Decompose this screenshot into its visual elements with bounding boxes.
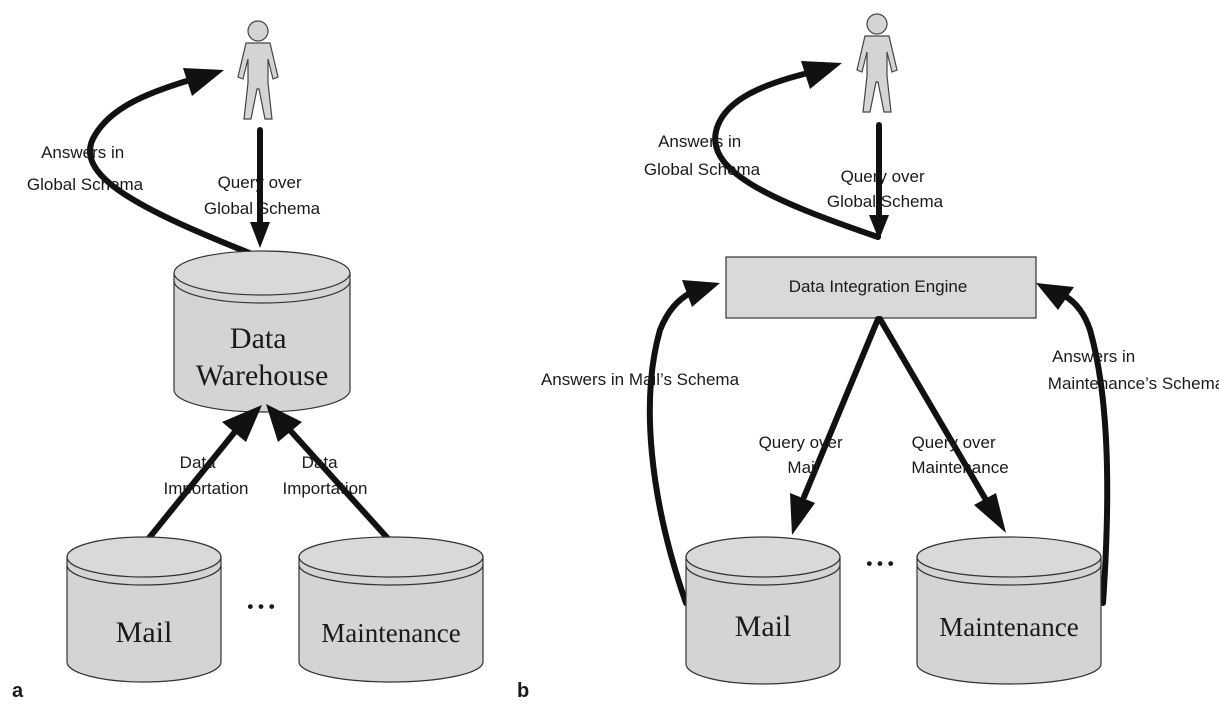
data-warehouse-cylinder: Data Warehouse <box>173 250 351 413</box>
query-maint-arrowhead <box>974 493 1006 533</box>
query-mail-arrowhead <box>790 493 815 535</box>
answers-arrowhead-a <box>183 68 224 96</box>
query-mail-arrow <box>801 316 881 500</box>
answers-maint-label: Answers in Maintenance’s Schema <box>1048 347 1219 393</box>
mail-cylinder-b: Mail <box>685 536 841 685</box>
query-mail-label: Query over Mail <box>759 433 848 477</box>
ellipsis-b: • • • <box>866 554 893 573</box>
maintenance-label-a: Maintenance <box>321 618 460 648</box>
query-label-a: Query over Global Schema <box>204 173 321 218</box>
panel-b: Answers in Global Schema Query over Glob… <box>517 13 1219 702</box>
query-arrowhead-b <box>869 215 889 240</box>
query-label-b: Query over Global Schema <box>827 167 944 211</box>
answers-label-b: Answers in Global Schema <box>644 132 761 179</box>
query-arrowhead-a <box>250 222 270 248</box>
mail-label-b: Mail <box>735 610 792 643</box>
query-maint-label: Query over Maintenance <box>911 433 1008 477</box>
panel-label-b: b <box>517 680 529 702</box>
maintenance-cylinder-a: Maintenance <box>298 536 484 683</box>
import-label-left: Data Importation <box>163 453 248 498</box>
answers-arrow-b <box>712 70 881 240</box>
answers-label-a: Answers in Global Schema <box>27 143 144 194</box>
answers-arrow-a <box>87 77 265 261</box>
import-arrow-right <box>285 425 395 546</box>
user-icon-b <box>856 13 898 113</box>
mail-label-a: Mail <box>116 616 173 649</box>
answers-maint-arrowhead <box>1036 283 1074 310</box>
maintenance-cylinder-b: Maintenance <box>916 536 1102 685</box>
mail-cylinder-a: Mail <box>66 536 222 683</box>
query-maint-arrow <box>877 316 989 503</box>
data-integration-engine-box: Data Integration Engine <box>725 256 1037 319</box>
answers-mail-label: Answers in Mail’s Schema <box>541 370 740 389</box>
panel-a: Answers in Global Schema Query over Glob… <box>12 20 484 702</box>
answers-mail-arrow <box>646 290 693 606</box>
answers-maint-arrow <box>1062 293 1111 606</box>
import-arrowhead-right <box>266 404 302 442</box>
ellipsis-a: • • • <box>247 597 274 616</box>
engine-label: Data Integration Engine <box>789 277 968 296</box>
panel-label-a: a <box>12 680 24 702</box>
import-label-right: Data Importation <box>282 453 367 498</box>
maintenance-label-b: Maintenance <box>939 612 1078 642</box>
answers-mail-arrowhead <box>682 280 720 307</box>
answers-arrowhead-b <box>801 61 842 89</box>
warehouse-label: Data Warehouse <box>196 322 329 392</box>
import-arrow-left <box>142 425 241 546</box>
import-arrowhead-left <box>222 405 262 442</box>
user-icon-a <box>237 20 279 120</box>
